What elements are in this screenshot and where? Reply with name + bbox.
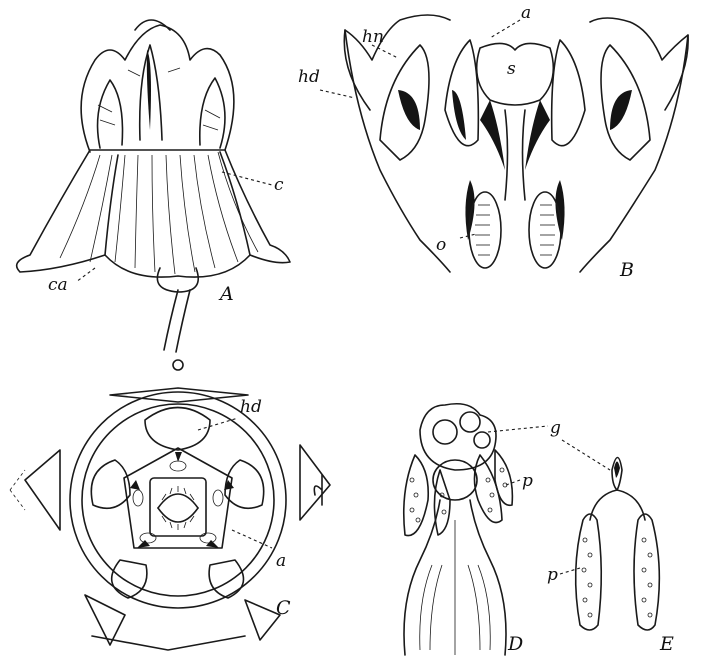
label-a-c: a (276, 551, 286, 571)
figure-e-pollinarium (576, 458, 660, 631)
label-s: s (507, 59, 516, 79)
figure-label-b: B (619, 259, 634, 281)
label-p-e: p (547, 565, 558, 585)
label-a-b: a (521, 3, 531, 23)
figure-label-c: C (276, 597, 291, 619)
label-hd-c: hd (240, 397, 262, 417)
label-p-d: p (522, 471, 533, 491)
figure-label-a: A (218, 283, 234, 305)
label-g: g (550, 418, 561, 438)
figure-a-flower (17, 20, 290, 352)
figure-label-d: D (507, 633, 523, 655)
figure-d-gynostegium (404, 404, 513, 655)
figure-b-section (344, 15, 688, 272)
label-hn: hn (362, 27, 384, 47)
figure-label-e: E (659, 633, 674, 655)
label-c: c (274, 175, 284, 195)
label-o: o (436, 235, 446, 255)
label-hd-b: hd (298, 67, 320, 87)
label-ca: ca (48, 275, 68, 295)
